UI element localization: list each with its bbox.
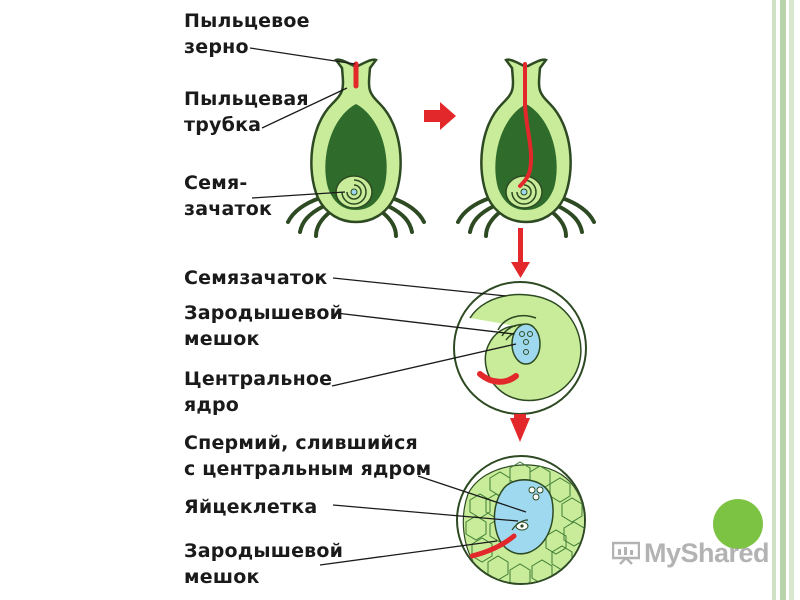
label-pollen-grain-line2: зерно [184, 36, 249, 58]
label-sperm-fused-line2: с центральным ядром [184, 458, 432, 480]
seed-closeup [456, 455, 586, 585]
label-ovule-top: Семя- зачаток [184, 170, 272, 222]
watermark: MyShared [612, 538, 770, 569]
label-sperm-fused: Спермий, слившийся с центральным ядром [184, 430, 431, 482]
decorative-green-dot [713, 499, 763, 549]
label-ovule-top-line2: зачаток [184, 198, 273, 220]
label-central-nucleus-line1: Центральное [184, 368, 333, 390]
pistil-before [286, 58, 426, 238]
label-sperm-fused-line1: Спермий, слившийся [184, 432, 418, 454]
leader-lines [249, 47, 527, 566]
ovule-closeup [453, 281, 587, 415]
watermark-text: MyShared [644, 538, 770, 568]
pistil-after [456, 58, 596, 238]
label-pollen-tube-line1: Пыльцевая [184, 88, 309, 110]
presentation-icon [612, 541, 640, 565]
label-pollen-grain-line1: Пыльцевое [184, 10, 310, 32]
label-embryo-sac-1-line1: Зародышевой [184, 302, 344, 324]
slide-frame-border [764, 0, 800, 600]
label-ovule: Семязачаток [184, 265, 327, 291]
label-embryo-sac-1: Зародышевой мешок [184, 300, 343, 352]
label-embryo-sac-1-line2: мешок [184, 328, 260, 350]
arrow-down-icon [511, 228, 530, 278]
label-central-nucleus: Центральное ядро [184, 366, 332, 418]
label-pollen-tube: Пыльцевая трубка [184, 86, 309, 138]
label-egg-cell-text: Яйцеклетка [184, 496, 318, 518]
label-ovule-text: Семязачаток [184, 267, 328, 289]
label-pollen-grain: Пыльцевое зерно [184, 8, 310, 60]
label-central-nucleus-line2: ядро [184, 394, 239, 416]
label-embryo-sac-2: Зародышевой мешок [184, 538, 343, 590]
label-pollen-tube-line2: трубка [184, 114, 262, 136]
arrow-right-icon [424, 102, 456, 130]
label-ovule-top-line1: Семя- [184, 172, 248, 194]
label-embryo-sac-2-line1: Зародышевой [184, 540, 344, 562]
label-embryo-sac-2-line2: мешок [184, 566, 260, 588]
arrow-down-icon [510, 418, 530, 442]
label-egg-cell: Яйцеклетка [184, 494, 317, 520]
